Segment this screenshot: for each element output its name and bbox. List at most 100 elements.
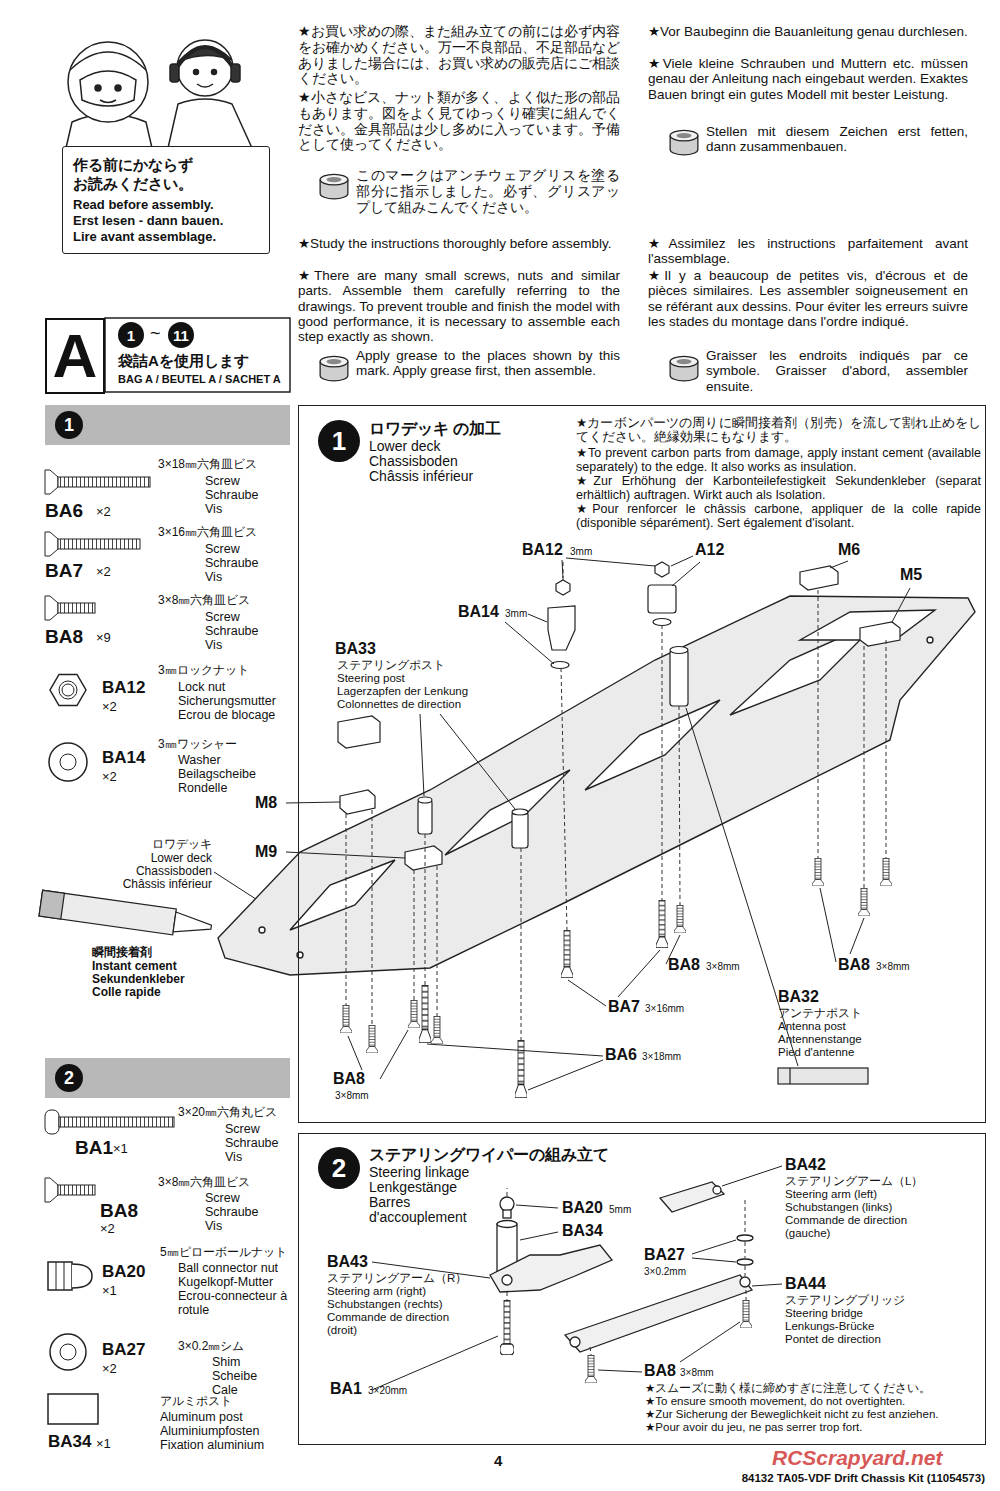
deck-screws: [340, 858, 892, 1098]
drawing-circle: [212, 70, 217, 75]
drawing-rect: [670, 650, 688, 706]
part-code: BA34: [48, 1432, 91, 1452]
drawing-line: [598, 1370, 642, 1372]
drawing-circle: [713, 1186, 721, 1194]
bag-frame: [105, 318, 290, 392]
instruction-text: ★Viele kleine Schrauben und Muttern etc.…: [648, 56, 968, 102]
instruction-text: ★Zur Erhöhung der Karbonteilefestigkeit …: [576, 474, 981, 502]
drawing-path: [800, 566, 838, 590]
text-label: アルミポスト: [160, 1395, 232, 1409]
drawing-circle: [502, 1275, 512, 1285]
drawing-polygon: [218, 596, 975, 975]
text-label: 4: [494, 1452, 502, 1469]
drawing-line: [818, 590, 819, 858]
text-label: ×1: [96, 1437, 111, 1452]
text-label: Schubstangen (rechts): [327, 1298, 443, 1311]
part-code: M8: [255, 794, 277, 812]
text-label: Rondelle: [178, 781, 227, 795]
text-label: Ecrou de blocage: [178, 708, 275, 722]
assembly-guide-lines: [346, 562, 886, 1040]
deck-hardware: [338, 562, 900, 1084]
steering-linkage-drawing: [490, 1182, 753, 1352]
drawing-use: [858, 888, 870, 916]
drawing-use: [656, 900, 668, 948]
drawing-line: [414, 870, 415, 1000]
drawing-circle: [927, 637, 933, 643]
drawing-line: [507, 1188, 508, 1196]
drawing-polygon: [445, 770, 570, 855]
drawing-ellipse: [737, 1259, 753, 1265]
instruction-text: ★カーボンパーツの周りに瞬間接着剤（別売）を流して割れ止めをしてください。絶縁効…: [576, 416, 981, 444]
drawing-rect: [231, 64, 240, 82]
instruction-text: ★Vor Baubeginn die Bauanleitung genau du…: [648, 24, 968, 39]
step-number: 2: [318, 1147, 360, 1189]
step-header-bar: 1: [45, 405, 290, 445]
drawing-path: [548, 606, 575, 650]
drawing-path: [168, 99, 252, 148]
text-label: Screw: [205, 542, 240, 556]
drawing-line: [516, 1205, 558, 1208]
drawing-line: [561, 668, 567, 930]
text-label: 3×16㎜六角皿ビス: [158, 526, 257, 540]
text-label: Shim: [212, 1355, 240, 1369]
part-code: BA6: [605, 1046, 637, 1064]
instruction-text: ★小さなビス、ナット類が多く、よく似た形の部品もあります。図をよく見てゆっくり確…: [298, 90, 620, 153]
text-label: ~: [150, 323, 161, 344]
drawing-path: [100, 100, 116, 103]
text-label: 瞬間接着剤: [92, 946, 152, 960]
part-code: BA1: [330, 1380, 362, 1398]
drawing-line: [568, 980, 606, 1006]
drawing-line: [528, 614, 547, 622]
drawing-use: [500, 1300, 514, 1355]
drawing-circle: [60, 1344, 76, 1360]
instruction-text: Stellen mit diesem Zeichen erst fetten, …: [706, 124, 968, 155]
part-code: BA8: [333, 1070, 365, 1088]
drawing-path: [72, 1264, 92, 1288]
drawing-circle: [50, 1334, 86, 1370]
part-code: BA6: [45, 500, 83, 522]
drawing-circle: [194, 70, 199, 75]
text-label: Vis: [225, 1150, 242, 1164]
text-label: ステアリングアーム（L）: [785, 1175, 923, 1188]
drawing-polygon: [565, 1275, 752, 1352]
drawing-line: [521, 848, 522, 1040]
drawing-rect: [48, 1262, 72, 1290]
drawing-rect: [39, 890, 64, 919]
leader-line: [214, 872, 262, 903]
step-number: 11: [168, 322, 194, 348]
bag-letter-box: A: [45, 318, 105, 394]
node-text: Lire avant assemblage.: [73, 229, 259, 245]
drawing-line: [372, 810, 373, 1025]
text-label: Ball connector nut: [178, 1261, 278, 1275]
drawing-rect: [512, 812, 528, 848]
instruction-text: Graisser les endroits indiqués par ce sy…: [706, 348, 968, 394]
drawing-line: [372, 1336, 498, 1390]
text-label: Vis: [205, 638, 222, 652]
text-label: Lenkungs-Brücke: [785, 1320, 875, 1333]
drawing-line: [789, 1068, 790, 1084]
drawing-path: [860, 622, 900, 646]
drawing-path: [405, 846, 442, 870]
text-label: Schraube: [205, 556, 259, 570]
drawing-circle: [115, 85, 121, 91]
drawing-polygon: [45, 532, 58, 556]
drawing-line: [286, 852, 405, 858]
text-label: 3×8mm: [706, 961, 740, 973]
drawing-line: [56, 1262, 57, 1290]
drawing-line: [722, 1166, 782, 1186]
part-code: BA8: [45, 626, 83, 648]
text-label: 3㎜ロックナット: [158, 664, 249, 678]
instruction-text: ★お買い求めの際、また組み立ての前には必ず内容をお確かめください。万一不良部品、…: [298, 24, 620, 87]
text-label: Lock nut: [178, 680, 225, 694]
text-label: Fixation aluminium: [160, 1438, 264, 1452]
drawing-polygon: [45, 596, 58, 620]
drawing-line: [618, 950, 660, 997]
text-label: ステアリングポスト: [337, 659, 445, 672]
part-code: BA32: [778, 988, 819, 1006]
cartoon-figures: [66, 40, 252, 148]
part-code: BA8: [668, 956, 700, 974]
text-label: 3×8mm: [335, 1090, 369, 1102]
drawing-ellipse: [418, 797, 432, 803]
text-label: Pontet de direction: [785, 1333, 881, 1346]
